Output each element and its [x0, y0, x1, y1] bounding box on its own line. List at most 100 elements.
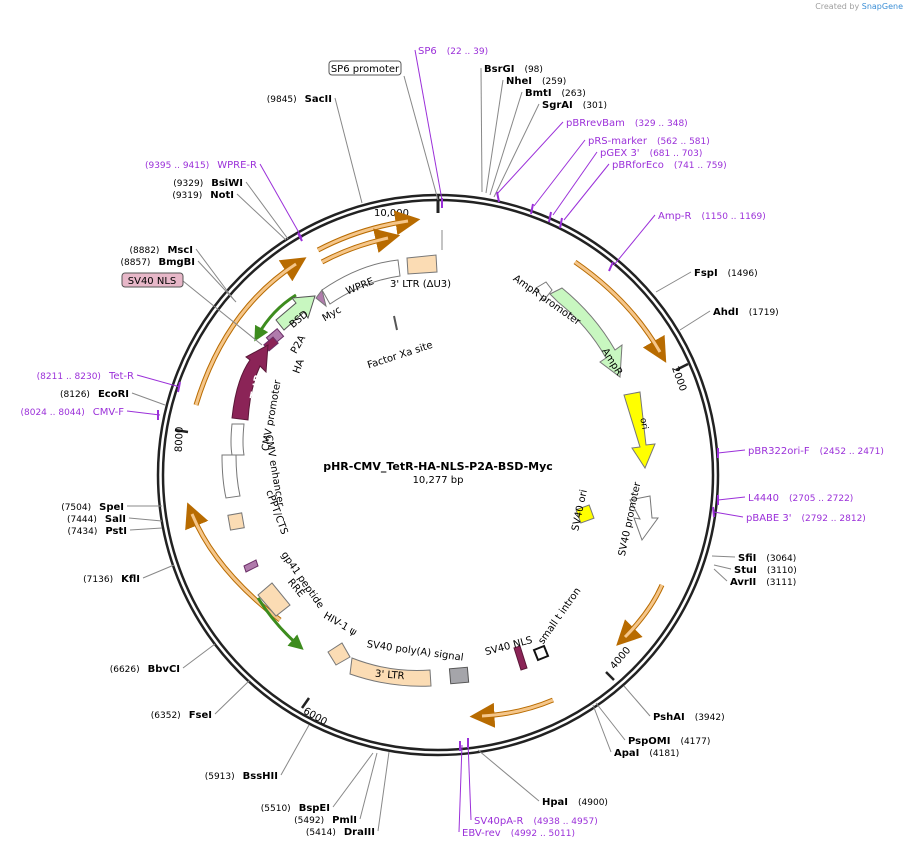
site-name: SalI	[105, 514, 126, 525]
primer-sp6: SP6(22 .. 39)	[414, 46, 488, 201]
primer-l4440: L4440(2705 .. 2722)	[717, 493, 853, 504]
site-name: ApaI	[614, 748, 639, 759]
p2a-label: P2A	[289, 334, 308, 356]
site-pspomi: PspOMI(4177)	[595, 702, 710, 747]
sv40-polya-label: SV40 poly(A) signal	[366, 639, 464, 663]
site-sacii: (9845)SacII	[267, 94, 363, 204]
site-name: AvrII	[730, 577, 756, 588]
site-sfii: SfiI(3064)	[711, 553, 796, 564]
site-name: BbvCI	[148, 664, 180, 675]
primer-name: SP6	[418, 46, 437, 57]
primer-range: (2452 .. 2471)	[820, 447, 884, 457]
primer-range: (681 .. 703)	[650, 149, 703, 159]
svg-text:pGEX 3'(681 .. 703): pGEX 3'(681 .. 703)	[600, 148, 702, 159]
site-avrii: AvrII(3111)	[713, 568, 796, 588]
primer-range: (9395 .. 9415)	[145, 161, 209, 171]
svg-text:(7434)PstI: (7434)PstI	[67, 526, 127, 537]
svg-text:PshAI(3942): PshAI(3942)	[653, 712, 725, 723]
svg-text:EBV-rev(4992 .. 5011): EBV-rev(4992 .. 5011)	[462, 828, 575, 839]
svg-text:(5510)BspEI: (5510)BspEI	[261, 803, 330, 814]
sv40-nls-callout: SV40 NLS	[121, 272, 263, 346]
primer-range: (741 .. 759)	[674, 161, 727, 171]
primer-amp-r: Amp-R(1150 .. 1169)	[613, 211, 766, 266]
primer-binding-mark	[496, 191, 500, 203]
primer-binding-mark	[608, 261, 614, 272]
site-name: NotI	[210, 190, 234, 201]
primer-binding-mark	[297, 232, 303, 242]
site-name: PstI	[105, 526, 127, 537]
primer-name: pBRrevBam	[566, 118, 625, 129]
ruler-label-4000: 4000	[608, 645, 633, 672]
site-position: (7136)	[83, 575, 113, 585]
site-name: KflI	[121, 574, 140, 585]
orf-arcs	[185, 210, 667, 728]
site-name: BmgBI	[158, 257, 195, 268]
svg-text:(6626)BbvCI: (6626)BbvCI	[110, 664, 180, 675]
feature-ori: ori	[623, 391, 656, 470]
feature-ampr: AmpR	[549, 287, 624, 378]
site-position: (1719)	[749, 308, 779, 318]
primer-pgex-3-: pGEX 3'(681 .. 703)	[552, 148, 702, 216]
feature-small-t-intron: small t intron	[532, 586, 583, 662]
svg-text:StuI(3110): StuI(3110)	[734, 565, 797, 576]
svg-text:HpaI(4900): HpaI(4900)	[542, 797, 608, 808]
svg-text:FspI(1496): FspI(1496)	[694, 268, 758, 279]
primer-prs-marker: pRS-marker(562 .. 581)	[533, 136, 710, 207]
svg-text:(5414)DraIII: (5414)DraIII	[306, 827, 375, 838]
site-position: (4177)	[680, 737, 710, 747]
site-name: MscI	[167, 245, 193, 256]
site-kfli: (7136) KflI	[83, 564, 175, 585]
svg-text:BmtI(263): BmtI(263)	[525, 88, 586, 99]
primer-name: CMV-F	[93, 407, 124, 418]
primer-name: pBABE 3'	[746, 513, 792, 524]
feature-bsd: BSD	[275, 295, 316, 331]
site-position: (259)	[542, 77, 566, 87]
svg-text:(5492)PmlI: (5492)PmlI	[294, 815, 357, 826]
site-position: (5492)	[294, 816, 324, 826]
svg-text:SP6(22 .. 39): SP6(22 .. 39)	[418, 46, 488, 57]
primer-binding-mark	[530, 203, 534, 215]
site-name: EcoRI	[98, 389, 129, 400]
site-sali: (7444)SalI	[67, 514, 163, 525]
site-name: PshAI	[653, 712, 685, 723]
primer-name: pBR322ori-F	[748, 446, 810, 457]
svg-text:pBRforEco(741 .. 759): pBRforEco(741 .. 759)	[612, 160, 727, 171]
ltr3-label: 3' LTR	[375, 669, 405, 683]
rre-orf-arrow	[256, 597, 304, 650]
credit-prefix: Created by	[815, 2, 860, 11]
site-position: (4181)	[649, 749, 679, 759]
feature-sp6-promoter: SP6 promoter	[328, 60, 439, 201]
site-msci: (8882)MscI	[130, 245, 235, 301]
site-bsshii: (5913)BssHII	[205, 724, 310, 782]
snapgene-credit: Created by SnapGene	[815, 2, 903, 11]
primer-pbabe-3-: pBABE 3'(2792 .. 2812)	[713, 511, 866, 524]
svg-text:(6352)FseI: (6352)FseI	[151, 710, 212, 721]
site-position: (3064)	[766, 554, 796, 564]
primer-pbrrevbam: pBRrevBam(329 .. 348)	[496, 118, 688, 195]
site-ecori: (8126)EcoRI	[60, 389, 166, 406]
svg-text:NheI(259): NheI(259)	[506, 76, 566, 87]
primer-cmv-f: (8024 .. 8044)CMV-F	[20, 407, 161, 418]
site-name: FspI	[694, 268, 718, 279]
primer-tet-r: (8211 .. 8230)Tet-R	[37, 371, 181, 388]
site-bbvci: (6626)BbvCI	[110, 643, 216, 675]
site-name: BsiWI	[211, 178, 243, 189]
site-spei: (7504)SpeI	[61, 502, 162, 513]
primer-binding-mark	[177, 381, 181, 393]
site-position: (301)	[583, 101, 607, 111]
site-position: (98)	[524, 65, 542, 75]
site-pmli: (5492)PmlI	[294, 752, 378, 826]
primer-binding-mark	[548, 211, 552, 223]
site-pshai: PshAI(3942)	[623, 685, 725, 723]
primer-name: Amp-R	[658, 211, 692, 222]
plasmid-name: pHR-CMV_TetR-HA-NLS-P2A-BSD-Myc	[323, 460, 553, 473]
site-name: BssHII	[243, 771, 278, 782]
site-position: (8857)	[121, 258, 151, 268]
site-position: (5414)	[306, 828, 336, 838]
credit-brand: SnapGene	[861, 2, 903, 11]
svg-text:PspOMI(4177): PspOMI(4177)	[628, 736, 710, 747]
site-psti: (7434)PstI	[67, 526, 163, 537]
svg-text:pBRrevBam(329 .. 348): pBRrevBam(329 .. 348)	[566, 118, 688, 129]
primer-name: WPRE-R	[217, 160, 257, 171]
